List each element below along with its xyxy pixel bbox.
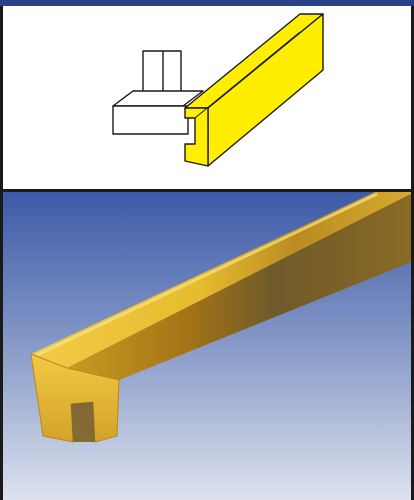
product-side-face: [67, 194, 411, 380]
product-top-face: [31, 192, 411, 368]
photo-panel: [0, 192, 414, 500]
panel-divider: [0, 189, 414, 192]
edge-protector-cross-section-icon: [112, 13, 324, 167]
product-channel: [71, 402, 95, 442]
base-front-face: [112, 105, 189, 135]
yellow-edge-protector-photo: [3, 192, 411, 500]
profile-front-face: [184, 107, 209, 167]
header-band: [0, 0, 414, 6]
product-highlight: [36, 192, 378, 357]
diagram-panel: [0, 6, 414, 189]
panel-back-edge: [163, 50, 182, 106]
profile-inner-line: [194, 31, 301, 119]
